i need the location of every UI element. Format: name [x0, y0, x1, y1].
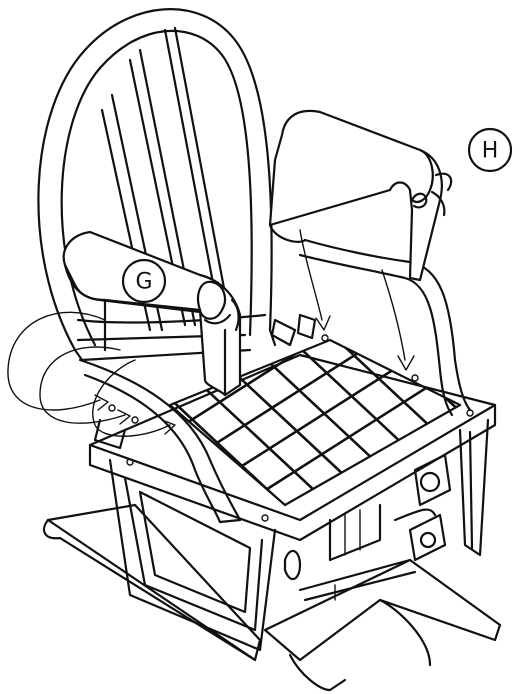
seat-box: [88, 353, 497, 652]
label-h-text: H: [482, 139, 499, 164]
arrows-g: [7, 311, 176, 437]
seat-webbing: [168, 338, 462, 507]
glider-mechanism: [283, 453, 452, 581]
rocker-base: [42, 503, 502, 692]
label-h: H: [467, 127, 513, 173]
left-arm: [78, 358, 242, 524]
label-g: G: [121, 258, 167, 304]
right-arm: [298, 238, 472, 417]
arm-pad-g: [62, 230, 242, 397]
arrows-h: [299, 229, 419, 382]
arm-pad-h: [268, 109, 453, 282]
label-g-text: G: [135, 270, 152, 295]
